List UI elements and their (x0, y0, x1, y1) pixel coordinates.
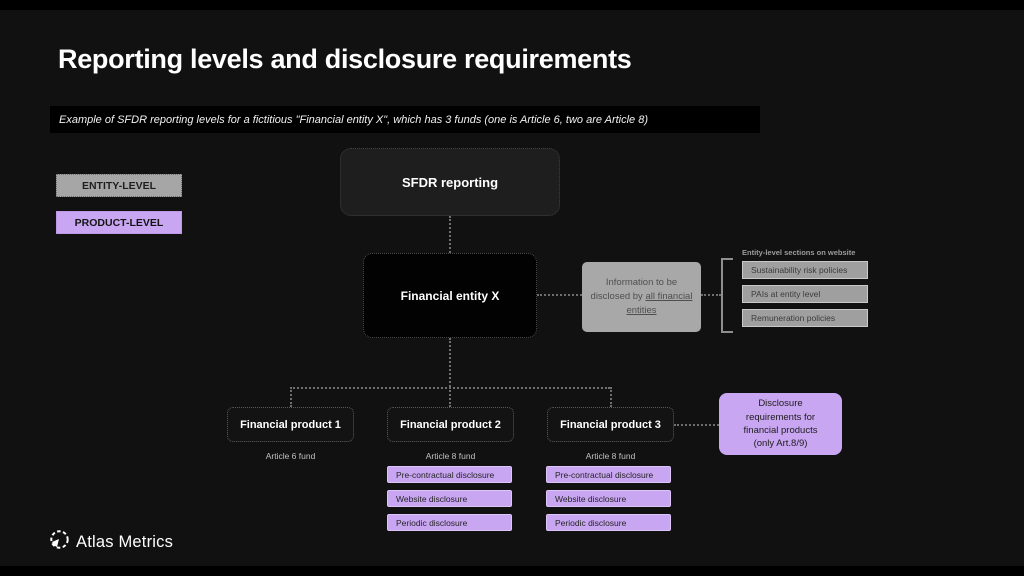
footer-logo: Atlas Metrics (48, 528, 173, 556)
subtitle-text: Example of SFDR reporting levels for a f… (59, 113, 649, 126)
fund-label-product-1: Article 6 fund (265, 451, 316, 461)
fund-label-product-3: Article 8 fund (585, 451, 636, 461)
slide-background: Reporting levels and disclosure requirem… (0, 10, 1024, 566)
info-text-underlined: all financial entities (626, 290, 693, 317)
website-item-remuneration: Remuneration policies (742, 309, 868, 327)
connector-drop-product-3 (610, 387, 612, 407)
legend-product-level: PRODUCT-LEVEL (56, 211, 182, 234)
bracket-shape (721, 258, 733, 333)
node-info-disclosed: Information to be disclosed by all finan… (582, 262, 701, 332)
disclosure-product3-periodic: Periodic disclosure (546, 514, 671, 531)
connector-drop-product-1 (290, 387, 292, 407)
connector-info-to-bracket (701, 294, 721, 296)
subtitle-bar: Example of SFDR reporting levels for a f… (50, 106, 760, 133)
disclosure-product2-periodic: Periodic disclosure (387, 514, 512, 531)
node-financial-entity: Financial entity X (363, 253, 537, 338)
connector-entity-to-info (537, 294, 582, 296)
atlas-metrics-logo-icon (48, 528, 71, 556)
node-sfdr-reporting: SFDR reporting (340, 148, 560, 216)
website-sections-label: Entity-level sections on website (742, 248, 856, 257)
connector-root-to-entity (449, 216, 451, 253)
disclosure-product2-website: Website disclosure (387, 490, 512, 507)
node-financial-product-1: Financial product 1 (227, 407, 354, 442)
info-text: Information to be disclosed by (590, 276, 678, 302)
connector-entity-to-tree (449, 338, 451, 387)
disclosure-product3-website: Website disclosure (546, 490, 671, 507)
node-financial-product-2: Financial product 2 (387, 407, 514, 442)
legend-entity-level: ENTITY-LEVEL (56, 174, 182, 197)
disclosure-product3-precontractual: Pre-contractual disclosure (546, 466, 671, 483)
website-item-pais: PAIs at entity level (742, 285, 868, 303)
connector-product3-to-note (674, 424, 719, 426)
disclosure-product2-precontractual: Pre-contractual disclosure (387, 466, 512, 483)
website-item-sustainability: Sustainability risk policies (742, 261, 868, 279)
connector-drop-product-2 (449, 387, 451, 407)
node-financial-product-3: Financial product 3 (547, 407, 674, 442)
fund-label-product-2: Article 8 fund (425, 451, 476, 461)
page-title: Reporting levels and disclosure requirem… (58, 44, 632, 74)
note-disclosure-requirements: Disclosure requirements for financial pr… (719, 393, 842, 455)
logo-text: Atlas Metrics (76, 532, 174, 551)
